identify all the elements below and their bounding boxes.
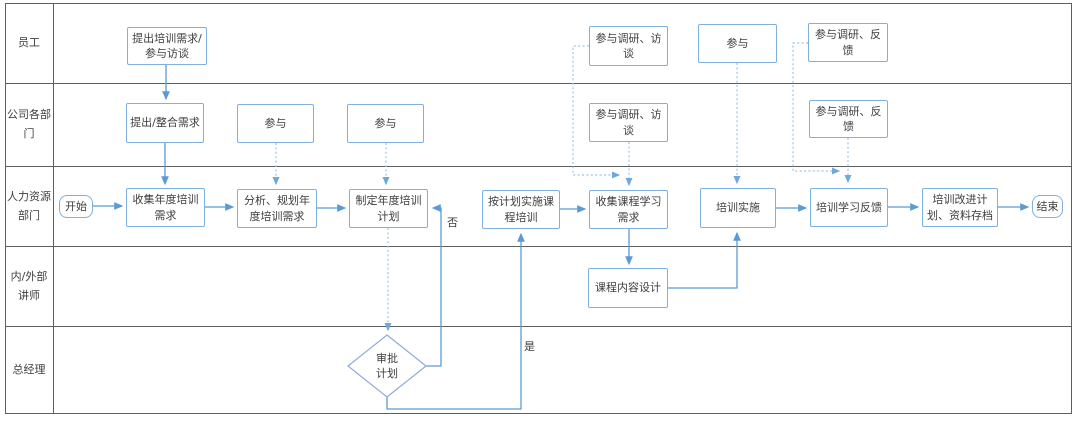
node-emp-request: 提出培训需求/参与访谈 — [127, 27, 207, 65]
lane-label-departments: 公司各部门 — [7, 108, 51, 140]
node-hr-implement-course: 按计划实施课程培训 — [482, 190, 560, 229]
node-hr-collect-annual: 收集年度培训需求 — [126, 188, 205, 227]
node-hr-collect-course: 收集课程学习需求 — [589, 190, 668, 229]
lane-divider-3 — [5, 246, 1072, 247]
node-dept-participate-2: 参与 — [347, 104, 424, 143]
lane-divider-1 — [5, 83, 1072, 84]
branch-label-no: 否 — [447, 216, 458, 229]
node-gm-approve-label: 审批计划 — [376, 351, 398, 380]
lane-label-hr: 人力资源部门 — [7, 189, 51, 222]
lane-divider-2 — [5, 166, 1072, 167]
node-dept-participate-1: 参与 — [237, 104, 314, 143]
node-dept-survey: 参与调研、访谈 — [589, 103, 668, 142]
node-lecturer-design: 课程内容设计 — [588, 268, 668, 308]
lane-header-divider — [53, 3, 54, 414]
node-emp-feedback: 参与调研、反馈 — [808, 23, 888, 62]
lane-label-employee: 员工 — [18, 36, 40, 50]
lane-label-lecturers: 内/外部讲师 — [10, 269, 48, 302]
node-hr-plan: 制定年度培训计划 — [349, 189, 428, 228]
node-hr-improve-archive: 培训改进计划、资料存档 — [922, 188, 998, 227]
node-dept-integrate: 提出/整合需求 — [126, 103, 204, 143]
node-hr-analyze: 分析、规划年度培训需求 — [237, 189, 317, 228]
node-hr-training: 培训实施 — [700, 188, 776, 228]
node-start: 开始 — [59, 195, 93, 218]
node-emp-participate: 参与 — [698, 24, 777, 63]
node-hr-feedback: 培训学习反馈 — [810, 188, 888, 227]
lane-divider-4 — [5, 326, 1072, 327]
node-dept-feedback: 参与调研、反馈 — [809, 100, 888, 138]
branch-label-yes: 是 — [524, 340, 535, 353]
node-emp-survey: 参与调研、访谈 — [589, 26, 668, 66]
lane-label-gm: 总经理 — [12, 363, 46, 377]
node-end: 结束 — [1032, 195, 1063, 218]
